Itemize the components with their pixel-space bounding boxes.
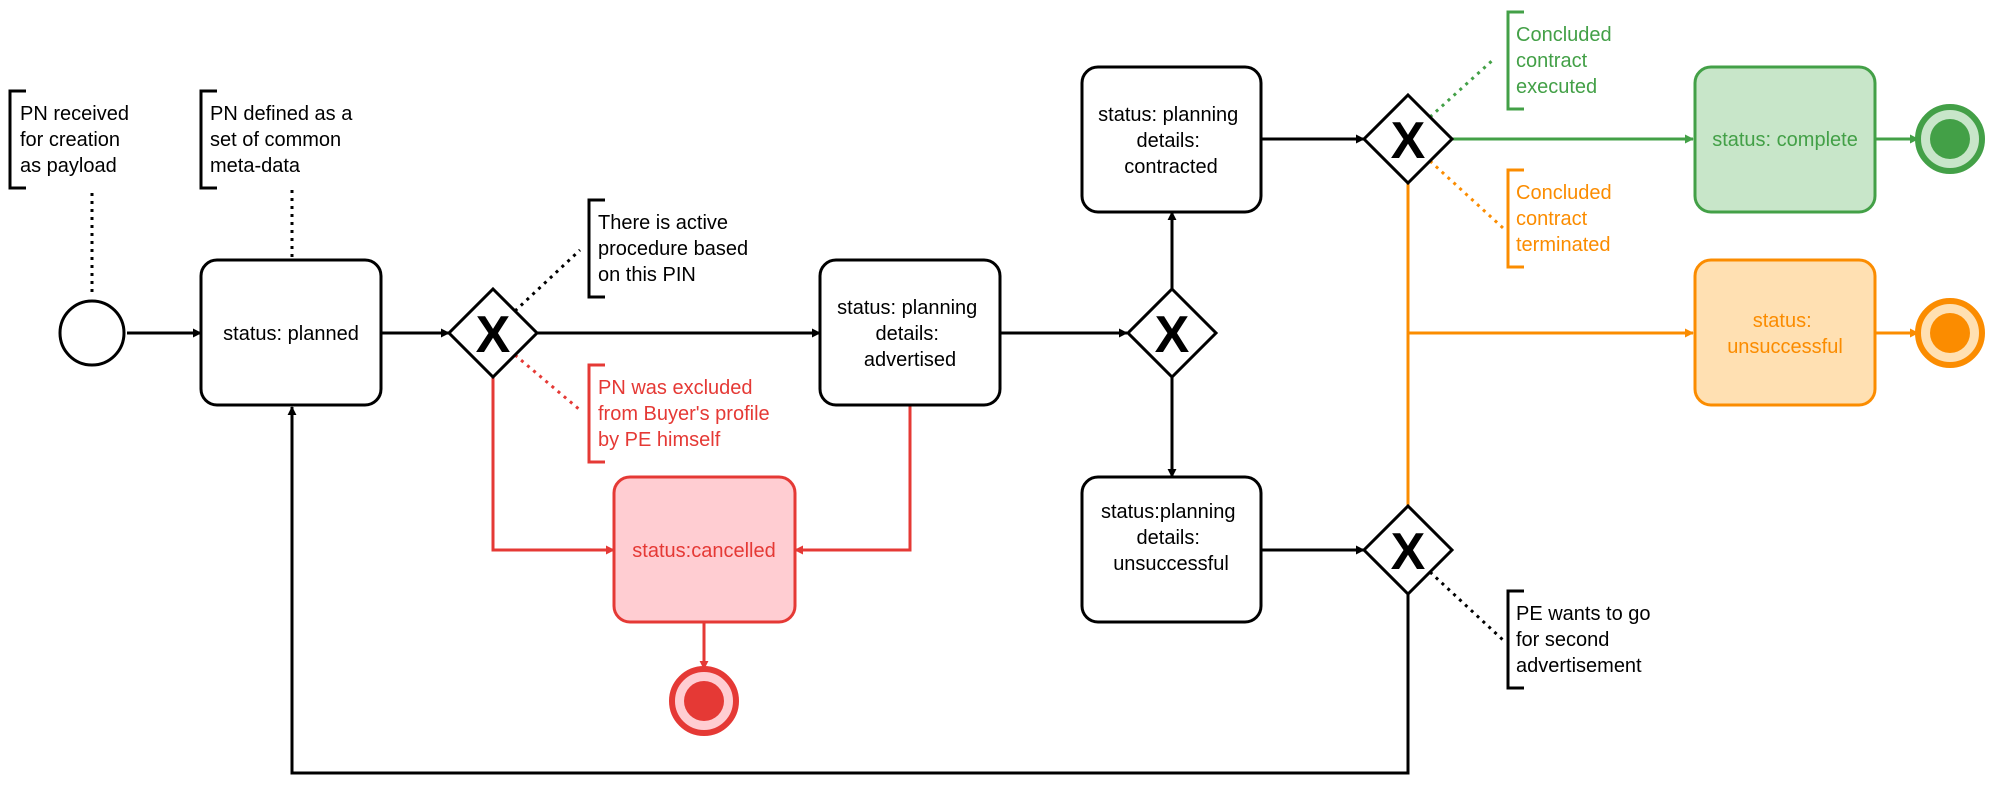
- gateway-after-contracted[interactable]: X: [1361, 92, 1455, 186]
- end-event-cancelled[interactable]: [669, 666, 739, 736]
- task-advertised-label: status: planning details: advertised: [837, 297, 983, 371]
- association-concluded-executed: [1428, 56, 1497, 119]
- association-active-procedure: [513, 248, 582, 313]
- task-complete[interactable]: status: complete: [1693, 65, 1877, 214]
- gateway-after-advertised[interactable]: X: [1125, 286, 1219, 380]
- end-event-complete[interactable]: [1915, 104, 1985, 174]
- bracket-pn-received: [8, 89, 26, 190]
- bracket-second-advertisement: [1506, 589, 1524, 690]
- associations: [90, 56, 1505, 642]
- annotation-active-procedure: There is active procedure based on this …: [598, 212, 754, 286]
- association-pn-excluded: [514, 353, 581, 412]
- start-event[interactable]: [58, 299, 126, 367]
- annotation-pn-defined: PN defined as a set of common meta-data: [210, 103, 358, 177]
- task-contracted-label: status: planning details: contracted: [1098, 104, 1244, 178]
- bracket-concluded-executed: [1506, 10, 1524, 111]
- task-unsuccessful[interactable]: status: unsuccessful: [1693, 258, 1877, 407]
- task-unsuccessful-details[interactable]: status:planning details: unsuccessful: [1080, 475, 1263, 624]
- task-contracted[interactable]: status: planning details: contracted: [1080, 65, 1263, 214]
- task-advertised[interactable]: status: planning details: advertised: [818, 258, 1002, 407]
- bracket-pn-excluded: [587, 363, 605, 464]
- annotation-texts: PN received for creation as payload PN d…: [20, 24, 1656, 677]
- task-planned[interactable]: status: planned: [199, 258, 383, 407]
- gateway-x-icon: X: [1155, 306, 1190, 364]
- task-unsuccessful-details-label: status:planning details: unsuccessful: [1101, 501, 1241, 575]
- flow-advertised-to-cancelled: [794, 405, 912, 555]
- flow-gateway4-loop-to-planned: [287, 406, 1410, 775]
- annotation-brackets: [8, 10, 1524, 690]
- task-complete-label: status: complete: [1712, 129, 1858, 151]
- task-unsuccessful-label: status: unsuccessful: [1727, 310, 1843, 358]
- task-cancelled[interactable]: status:cancelled: [612, 475, 797, 624]
- task-cancelled-label: status:cancelled: [632, 540, 775, 562]
- gateway-after-planned[interactable]: X: [446, 286, 540, 380]
- gateway-x-icon: X: [1391, 523, 1426, 581]
- annotation-concluded-terminated: Concluded contract terminated: [1516, 182, 1617, 256]
- annotation-pn-received: PN received for creation as payload: [20, 103, 135, 177]
- bracket-pn-defined: [199, 89, 217, 190]
- annotation-pn-excluded: PN was excluded from Buyer's profile by …: [598, 377, 775, 451]
- annotation-second-advertisement: PE wants to go for second advertisement: [1516, 603, 1656, 677]
- bracket-active-procedure: [587, 198, 605, 299]
- association-concluded-terminated: [1428, 159, 1505, 230]
- sequence-flows: [127, 134, 1919, 775]
- gateway-after-unsuccessful-details[interactable]: X: [1361, 503, 1455, 597]
- gateway-x-icon: X: [476, 306, 511, 364]
- end-event-unsuccessful[interactable]: [1915, 298, 1985, 368]
- flow-gateway1-to-cancelled: [491, 377, 615, 555]
- gateway-x-icon: X: [1391, 112, 1426, 170]
- association-second-advertisement: [1428, 570, 1505, 642]
- annotation-concluded-executed: Concluded contract executed: [1516, 24, 1617, 98]
- bracket-concluded-terminated: [1506, 168, 1524, 269]
- task-planned-label: status: planned: [223, 323, 359, 345]
